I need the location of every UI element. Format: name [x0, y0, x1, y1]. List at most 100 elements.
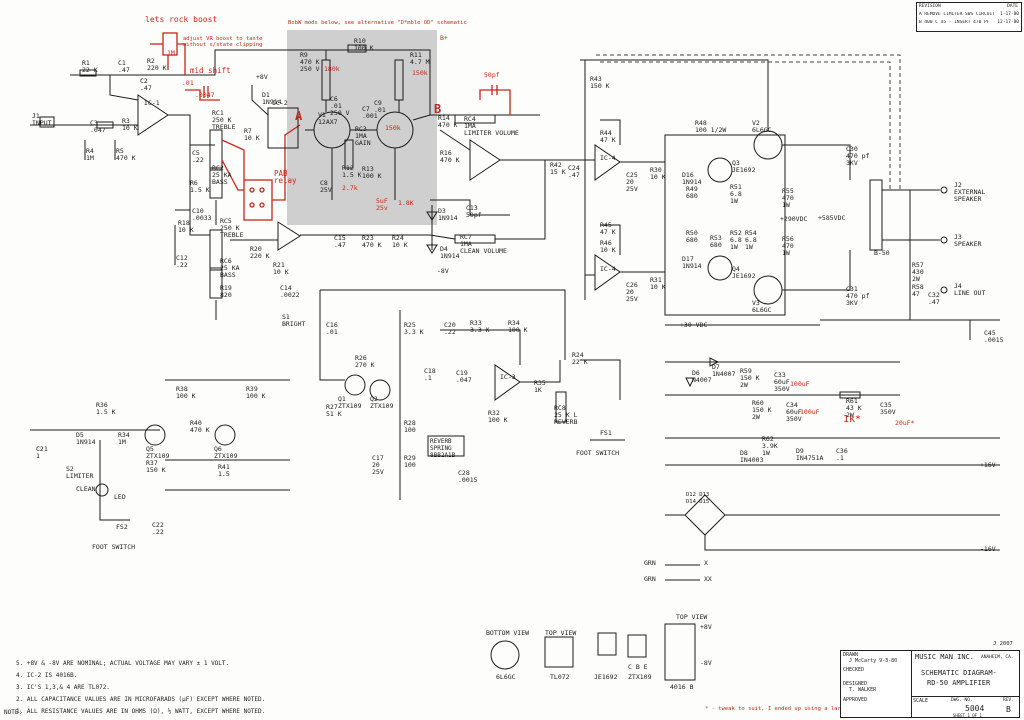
- input-jack-symbol: [39, 116, 55, 128]
- rc6-label: RC6 25 KA BASS: [220, 257, 240, 279]
- revision-date-header: DATE: [1007, 4, 1018, 9]
- r46-label: R46 10 K: [600, 239, 616, 254]
- r18-label: R18 10 K: [178, 219, 194, 234]
- q4-label: Q4 JE1692: [732, 265, 756, 280]
- r10-label: R10 100 K: [354, 37, 374, 52]
- c36-label: C36 .1: [836, 447, 848, 462]
- r1-resistor: [79, 69, 97, 77]
- r11-red-value: 150k: [412, 69, 428, 77]
- ic4a-symbol: [594, 144, 621, 181]
- r3-label: R3 10 K: [122, 117, 138, 132]
- bobw-mod-region: [287, 30, 437, 225]
- r24-label: R24 10 K: [392, 234, 408, 249]
- c25-label: C25 20 25V: [626, 171, 638, 193]
- r9-label: R9 470 K 250 V: [300, 51, 320, 73]
- s1-bright-label: S1 BRIGHT: [282, 313, 306, 328]
- d3-label: D3 1N914: [438, 207, 458, 222]
- ic4016-pin-view: [664, 623, 696, 681]
- d1-label: D1 1N914: [262, 91, 282, 106]
- d7-label: D7 1N4007: [712, 363, 736, 378]
- r38-label: R38 100 K: [176, 385, 196, 400]
- note-5: 5. +8V & -8V ARE NOMINAL; ACTUAL VOLTAGE…: [16, 660, 230, 667]
- title-block-signoffs: DRAWN J McCarty 9-3-80 CHECKED DESIGNED …: [841, 651, 912, 717]
- company-location: ANAHEIM, CA.: [981, 655, 1014, 660]
- c10-label: C10 .0033: [192, 207, 212, 222]
- j2-label: J2 EXTERNAL SPEAKER: [954, 181, 986, 203]
- je1692-pin-view: [597, 632, 617, 656]
- d4-label: D4 1N914: [440, 245, 460, 260]
- r41-label: R41 1.5: [218, 463, 230, 478]
- approved-label: APPROVED: [843, 697, 868, 703]
- c21-label: C21 1: [36, 445, 48, 460]
- clean-label: CLEAN: [76, 485, 96, 493]
- rc2-bass-pot: [209, 167, 223, 199]
- pin-minus8v-label: -8V: [700, 659, 712, 667]
- note-4: 4. IC-2 IS 4016B.: [16, 672, 78, 679]
- drawn-by: J McCarty 9-3-80: [849, 658, 898, 664]
- tl072-pin-view: [544, 636, 574, 668]
- date-stamp: J 2007: [993, 641, 1013, 647]
- notes-heading: NOTE:: [4, 709, 23, 716]
- r23-label: R23 470 K: [362, 234, 382, 249]
- cap-100uf-a: 100uF: [790, 380, 810, 388]
- led-symbol: [95, 483, 109, 497]
- ic4b-symbol: [594, 254, 621, 291]
- c45-label: C45 .0015: [984, 329, 1004, 344]
- r59-label: R59 150 K 2W: [740, 367, 760, 389]
- fs2-label: FS2: [116, 523, 128, 531]
- dwg-no: 5004: [965, 704, 985, 713]
- bridge-label: D12 D13 D14 D15: [686, 492, 710, 505]
- r27-label: R27 51 K: [326, 403, 342, 418]
- sheet-label: SHEET 1 OF 1: [953, 713, 982, 718]
- bobw-note: BobW mods below, see alternative "D*mble…: [288, 20, 467, 26]
- q4-transistor: [707, 255, 733, 281]
- pab-relay-label: PAB relay: [274, 169, 297, 185]
- point-b-label: B: [434, 102, 442, 116]
- d6-label: D6 N4007: [692, 369, 712, 384]
- rc5-treble-pot: [209, 229, 223, 271]
- c3-label: C3 .047: [90, 119, 106, 134]
- point-a-label: A: [295, 109, 303, 123]
- revision-header: REVISION: [919, 4, 941, 9]
- tube-pin-view: [490, 640, 520, 670]
- r19-label: R19 820: [220, 284, 232, 299]
- j3-label: J3 SPEAKER: [954, 233, 982, 248]
- mid-shift-title: mid shift: [190, 66, 231, 75]
- cathode-cap-red: 5uF 25v: [376, 197, 388, 212]
- rc3-gain-pot: [344, 139, 354, 169]
- foot-switch-label: FOOT SWITCH: [576, 449, 620, 457]
- rc8-label: RC8 25 K L REVERB: [554, 404, 578, 426]
- pin-plus8v-label: +8V: [700, 623, 712, 631]
- v2-label: V2 6L6GC: [752, 119, 772, 134]
- r42-label: R42 15 K: [550, 161, 566, 176]
- cbe-label: C B E: [628, 663, 648, 671]
- c8-label: C8 25V: [320, 179, 332, 194]
- r20-label: R20 220 K: [250, 245, 270, 260]
- r9-red-value: 180k: [324, 65, 340, 73]
- input-jack-label: J1 INPUT: [32, 112, 52, 127]
- note-3: 3. IC'S 1,3,& 4 ARE TL072.: [16, 684, 110, 691]
- q3-label: Q3 JE1692: [732, 159, 756, 174]
- checked-label: CHECKED: [843, 667, 865, 673]
- c16-label: C16 .01: [326, 321, 338, 336]
- rc5-label: RC5 250 K TREBLE: [220, 217, 244, 239]
- mid-shift-cap1: .01: [182, 79, 194, 87]
- c19-label: C19 .047: [456, 369, 472, 384]
- rc3-label: RC3 1MA GAIN: [355, 125, 371, 147]
- rc2-label: RC2 25 KA BASS: [212, 164, 232, 186]
- c7-label: C7 .001: [362, 105, 378, 120]
- r35-label: R35 1K: [534, 379, 546, 394]
- r13-label: R13 100 K: [362, 165, 382, 180]
- title-block: DRAWN J McCarty 9-3-80 CHECKED DESIGNED …: [840, 650, 1020, 718]
- revision-block: REVISION DATE A REMOVE LIMITER SWS CIRCU…: [916, 2, 1022, 32]
- revision-row-b: B 400 C 45 - INSERT 470 PF: [919, 20, 990, 25]
- c2-label: C2 .47: [140, 77, 152, 92]
- c35-red-value: 20uF*: [895, 419, 915, 427]
- d7-diode: [709, 357, 720, 367]
- r43-label: R43 150 K: [590, 75, 610, 90]
- c12-label: C12 .22: [176, 254, 188, 269]
- ic1-symbol: [137, 94, 169, 136]
- plus16v-label: +16V: [980, 461, 996, 469]
- note-2: 2. ALL CAPACITANCE VALUES ARE IN MICROFA…: [16, 696, 266, 703]
- r21-label: R21 10 K: [273, 261, 289, 276]
